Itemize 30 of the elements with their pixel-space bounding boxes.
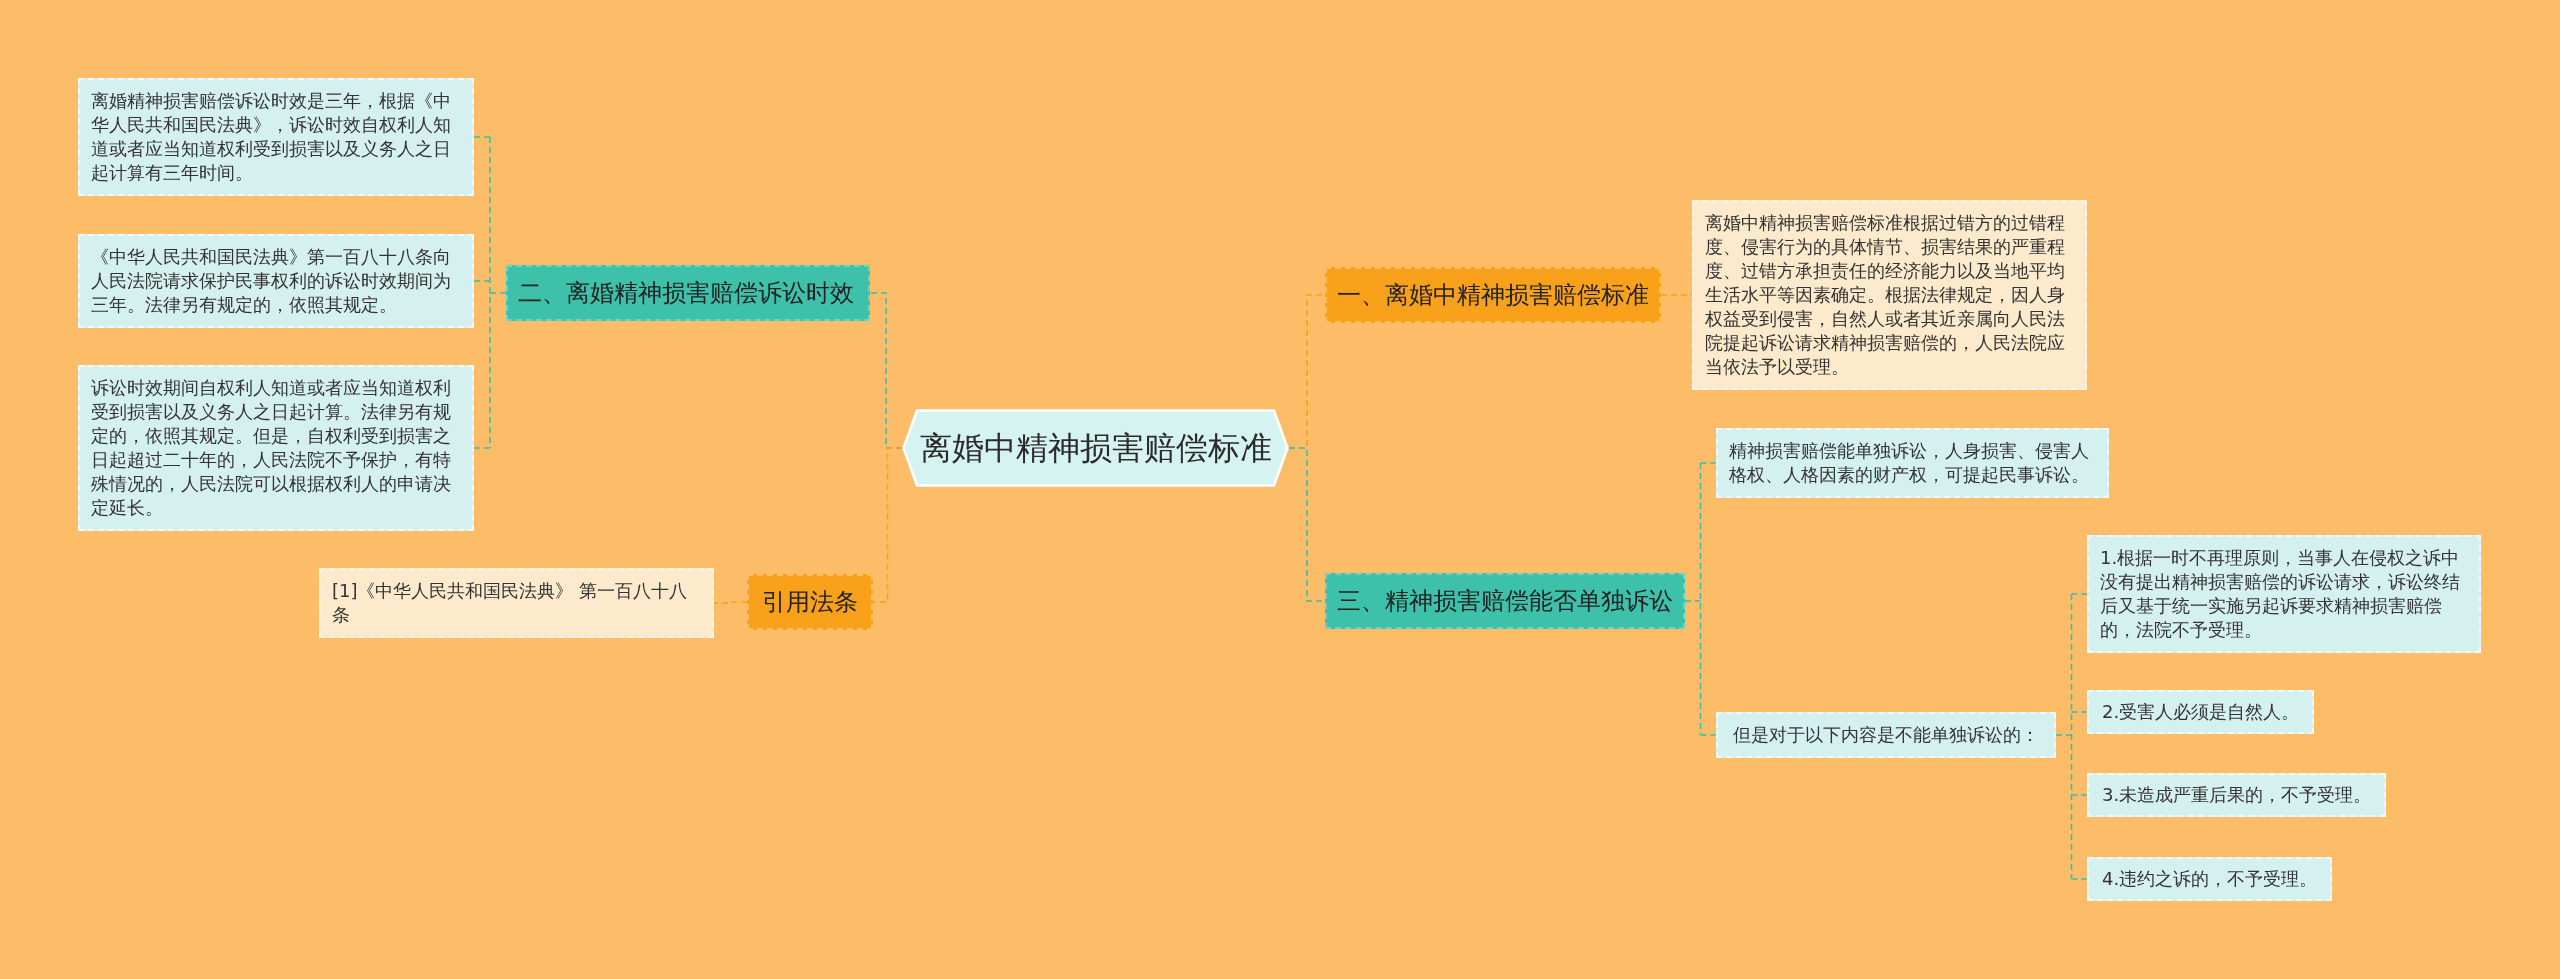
connector-line bbox=[1699, 734, 1717, 736]
connector-line bbox=[2070, 711, 2088, 713]
detail-note: 离婚中精神损害赔偿标准根据过错方的过错程度、侵害行为的具体情节、损害结果的严重程度、过错方承担责任的经济能力以及当地平均生活水平等因素确定。根据法律规定，因人身权益受到侵害，自然人或者其近亲属向人民法院提起诉讼请求精神损害赔偿的，人民法院应当依法予以受理。 bbox=[1692, 200, 2087, 390]
detail-note: 但是对于以下内容是不能单独诉讼的： bbox=[1716, 712, 2056, 758]
detail-note: 精神损害赔偿能单独诉讼，人身损害、侵害人格权、人格因素的财产权，可提起民事诉讼。 bbox=[1716, 428, 2109, 498]
connector-line bbox=[872, 447, 903, 603]
citation-note: [1]《中华人民共和国民法典》 第一百八十八条 bbox=[319, 568, 714, 638]
connector-line bbox=[2070, 794, 2088, 796]
detail-note: 1.根据一时不再理原则，当事人在侵权之诉中没有提出精神损害赔偿的诉讼请求，诉讼终结后又基于统一实施另起诉要求精神损害赔偿的，法院不予受理。 bbox=[2087, 535, 2481, 653]
connector-line bbox=[1699, 462, 1717, 464]
connector-line bbox=[473, 136, 491, 138]
detail-note: 离婚精神损害赔偿诉讼时效是三年，根据《中华人民共和国民法典》，诉讼时效自权利人知道或者应当知道权利受到损害以及义务人之日起计算有三年时间。 bbox=[78, 78, 474, 196]
detail-note: 2.受害人必须是自然人。 bbox=[2087, 690, 2315, 734]
branch-topic: 引用法条 bbox=[747, 574, 873, 630]
connector-line bbox=[2055, 593, 2073, 880]
connector-line bbox=[1684, 462, 1702, 736]
detail-note: 诉讼时效期间自权利人知道或者应当知道权利受到损害以及义务人之日起计算。法律另有规定的，依照其规定。但是，自权利受到损害之日起超过二十年的，人民法院不予保护，有特殊情况的，人民法院可以根据权利人的申请决定延长。 bbox=[78, 365, 474, 531]
branch-topic: 二、离婚精神损害赔偿诉讼时效 bbox=[506, 265, 870, 321]
connector-line bbox=[489, 136, 507, 449]
central-topic: 离婚中精神损害赔偿标准 bbox=[902, 409, 1289, 487]
detail-note: 4.违约之诉的，不予受理。 bbox=[2087, 857, 2333, 901]
connector-line bbox=[713, 601, 748, 604]
connector-line bbox=[473, 280, 491, 282]
connector-line bbox=[2070, 593, 2088, 595]
connector-line bbox=[473, 447, 491, 449]
branch-topic: 一、离婚中精神损害赔偿标准 bbox=[1325, 267, 1661, 323]
detail-note: 《中华人民共和国民法典》第一百八十八条向人民法院请求保护民事权利的诉讼时效期间为三年。法律另有规定的，依照其规定。 bbox=[78, 234, 474, 328]
connector-line bbox=[2070, 878, 2088, 880]
detail-note: 3.未造成严重后果的，不予受理。 bbox=[2087, 773, 2387, 817]
branch-topic: 三、精神损害赔偿能否单独诉讼 bbox=[1325, 573, 1685, 629]
